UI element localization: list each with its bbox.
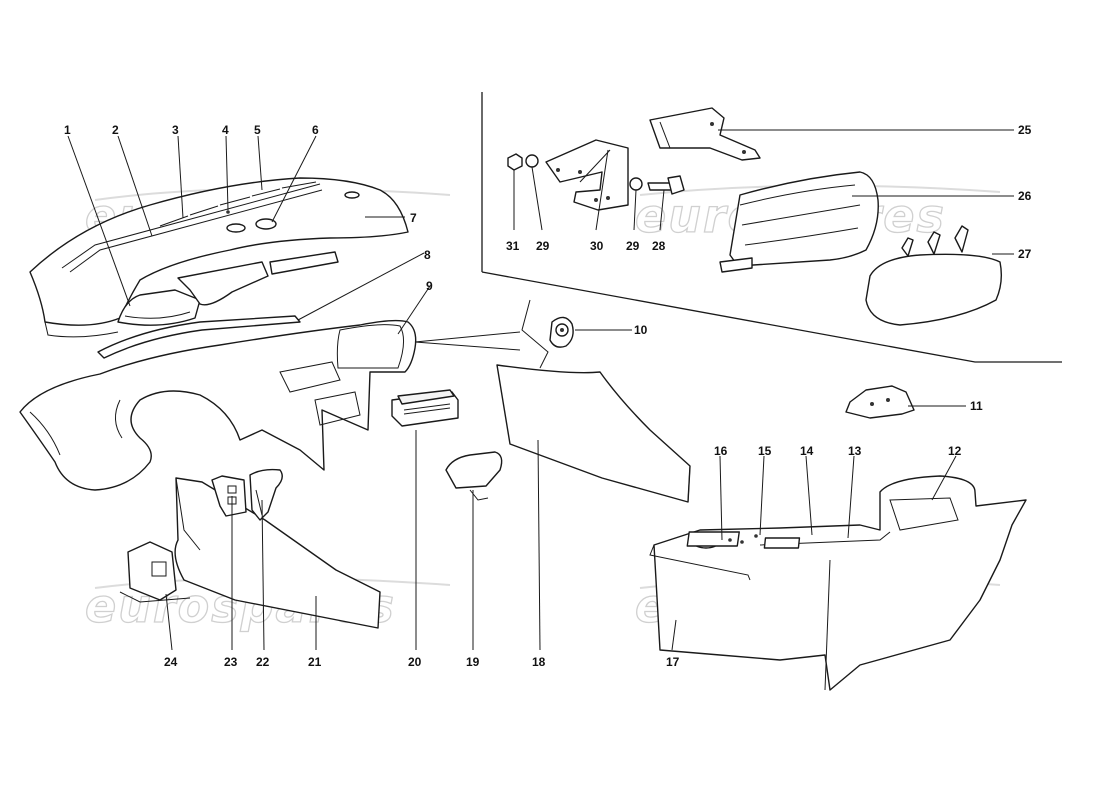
- callout-3: 3: [172, 123, 179, 137]
- radio-unit: [391, 389, 459, 427]
- callout-18: 18: [532, 655, 546, 669]
- callout-24: 24: [164, 655, 178, 669]
- callout-28: 28: [652, 239, 666, 253]
- callout-25: 25: [1018, 123, 1032, 137]
- center-console: [649, 475, 1027, 691]
- switch-block: [211, 475, 247, 517]
- callout-30: 30: [590, 239, 604, 253]
- callout-20: 20: [408, 655, 422, 669]
- callout-13: 13: [848, 444, 862, 458]
- fasteners: [507, 153, 685, 195]
- callout-8: 8: [424, 248, 431, 262]
- mounting-clip: [521, 299, 574, 369]
- callout-10: 10: [634, 323, 648, 337]
- callout-7: 7: [410, 211, 417, 225]
- callout-26: 26: [1018, 189, 1032, 203]
- callout-23: 23: [224, 655, 238, 669]
- callout-16: 16: [714, 444, 728, 458]
- callout-4: 4: [222, 123, 229, 137]
- callout-31: 31: [506, 239, 520, 253]
- bracket-upper: [649, 107, 761, 161]
- callout-labels: 1 2 3 4 5 6 7 8 9 10 11 12 13 14 15 16 1…: [64, 123, 1032, 669]
- callout-17: 17: [666, 655, 680, 669]
- airbag-module: [719, 171, 879, 273]
- callout-19: 19: [466, 655, 480, 669]
- callout-11: 11: [970, 399, 983, 413]
- small-cover: [119, 541, 191, 603]
- callout-5: 5: [254, 123, 261, 137]
- callout-29b: 29: [626, 239, 640, 253]
- callout-9: 9: [426, 279, 433, 293]
- callout-22: 22: [256, 655, 270, 669]
- callout-1: 1: [64, 123, 71, 137]
- callout-15: 15: [758, 444, 772, 458]
- callout-29a: 29: [536, 239, 550, 253]
- inset-frame: [481, 92, 1062, 363]
- callout-14: 14: [800, 444, 814, 458]
- storage-bin: [445, 451, 503, 501]
- callout-2: 2: [112, 123, 119, 137]
- handle-bracket: [249, 468, 283, 521]
- callout-6: 6: [312, 123, 319, 137]
- side-trim-panel: [496, 364, 691, 503]
- dashboard-main-panel: [19, 319, 417, 491]
- leader-lines: [67, 129, 1014, 651]
- support-bracket: [845, 385, 915, 419]
- airbag-cover: [865, 225, 1003, 326]
- callout-21: 21: [308, 655, 322, 669]
- callout-27: 27: [1018, 247, 1032, 261]
- dashboard-seal-strip: [97, 315, 301, 359]
- callout-12: 12: [948, 444, 962, 458]
- dashboard-top-cover: [29, 177, 409, 338]
